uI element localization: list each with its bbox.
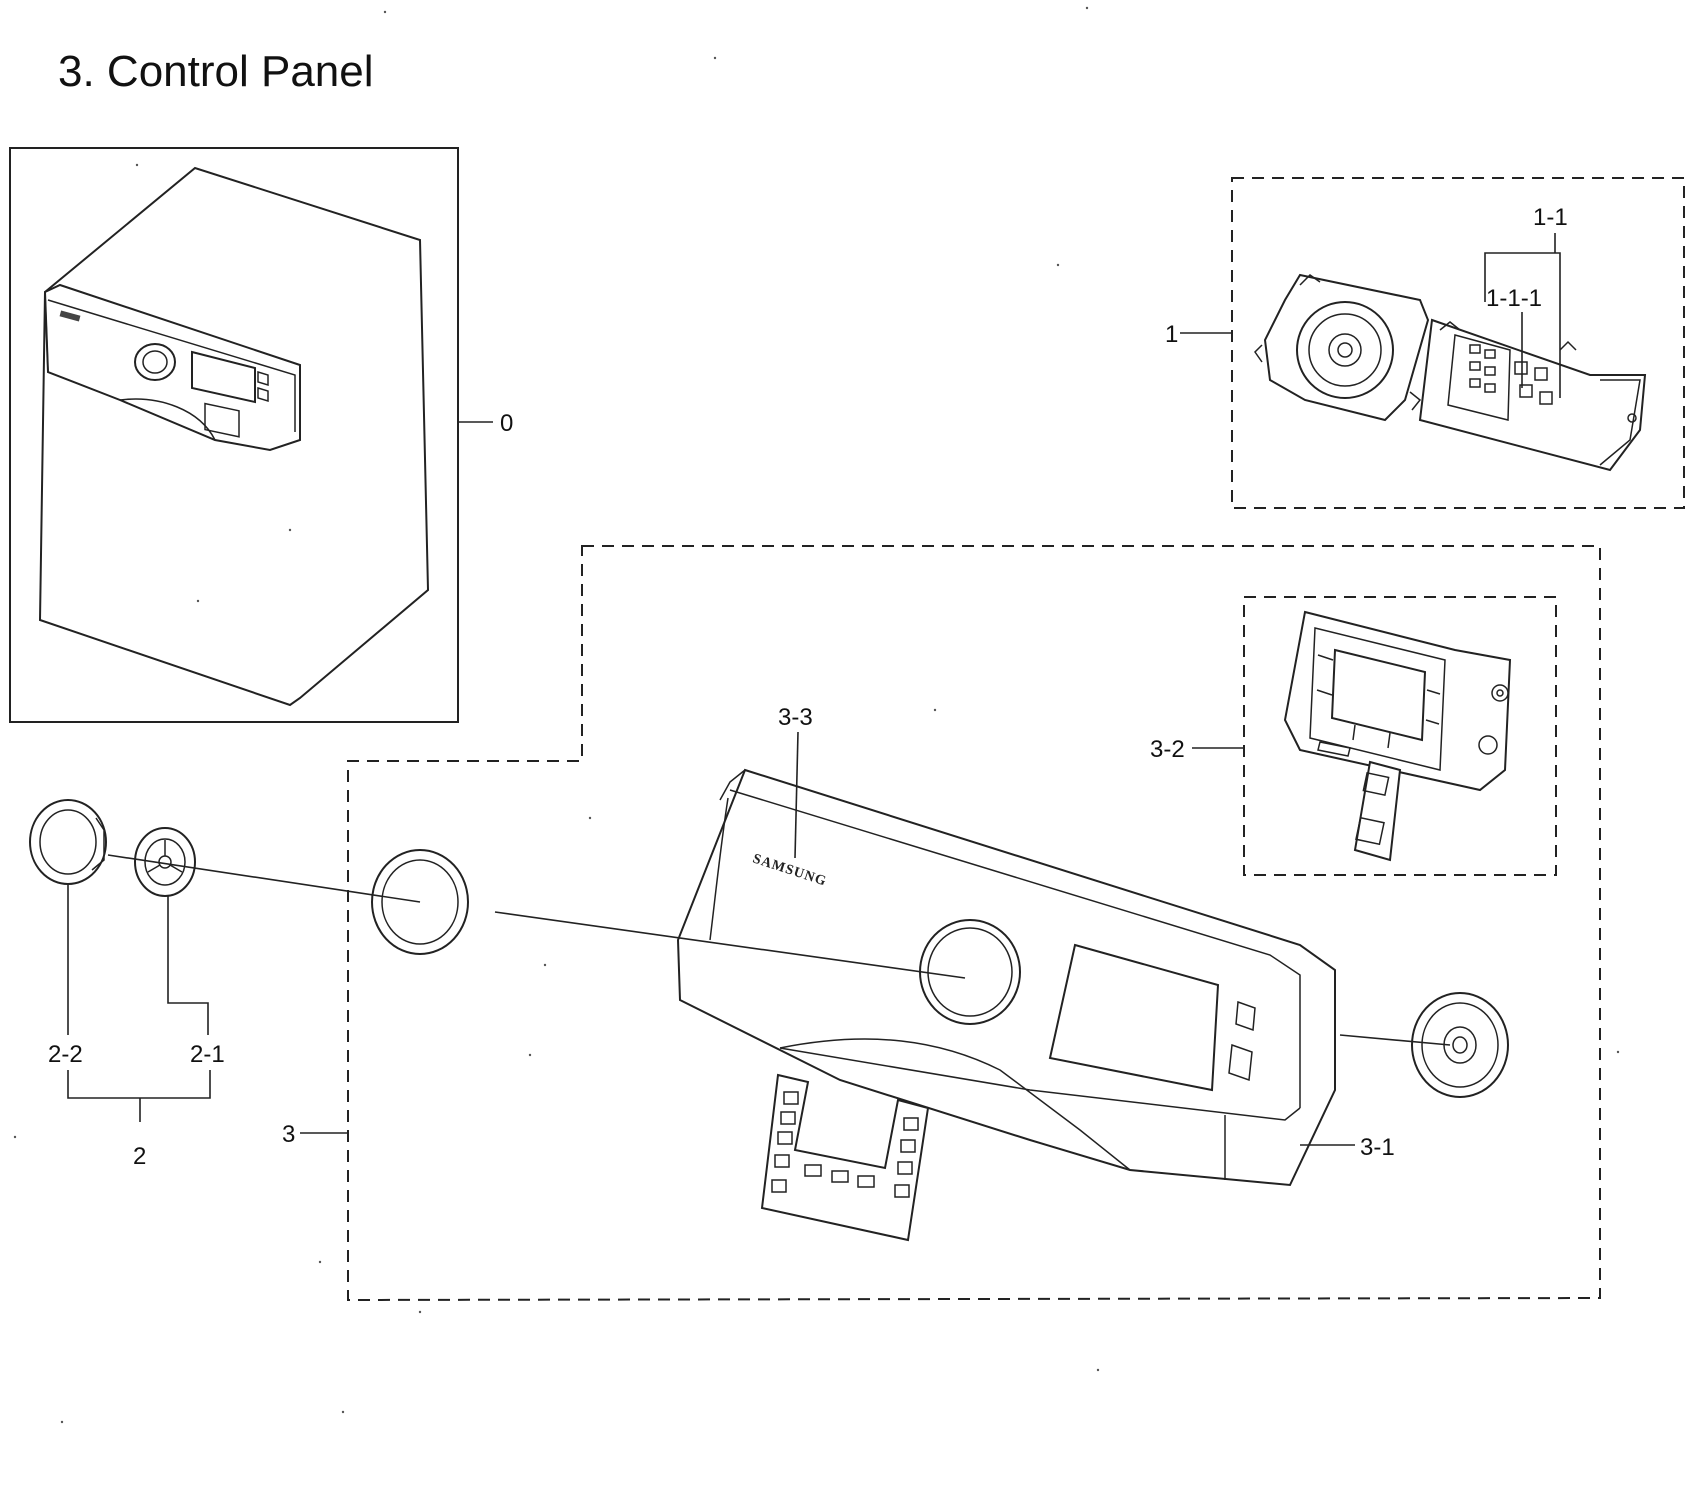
- callout-2: 2: [133, 1143, 146, 1170]
- page-title: 3. Control Panel: [58, 47, 374, 96]
- knob-axis-line-left: [107, 854, 421, 903]
- display-pcb-drawing: [1283, 610, 1512, 862]
- washer-overview-frame: [9, 147, 459, 723]
- button-strip-drawing: [760, 1073, 930, 1242]
- knob-cap-drawing: [29, 799, 107, 885]
- bracket-2: [67, 1070, 211, 1099]
- encoder-knob-drawing: [1411, 992, 1509, 1098]
- knob-axis-line: [1339, 1034, 1451, 1046]
- ring-axis-line: [494, 911, 966, 979]
- knob-body-drawing: [134, 827, 196, 897]
- panel-housing-drawing: SAMSUNG: [676, 768, 1336, 1187]
- callout-2-1: 2-1: [190, 1041, 225, 1068]
- callout-3: 3: [282, 1121, 295, 1148]
- washer-overview-drawing: [38, 166, 430, 707]
- control-panel-assembly-frame: [347, 545, 1601, 1302]
- callout-1: 1: [1165, 321, 1178, 348]
- leader-line-1-1: [1484, 252, 1561, 398]
- callout-3-1: 3-1: [1360, 1134, 1395, 1161]
- display-pcb-frame: [1243, 596, 1557, 876]
- pcb-assembly-frame: [1231, 177, 1685, 509]
- callout-2-2: 2-2: [48, 1041, 83, 1068]
- leader-line-3-3: [794, 731, 799, 859]
- callout-1-1: 1-1: [1533, 204, 1568, 231]
- callout-0: 0: [500, 410, 513, 437]
- callout-3-2: 3-2: [1150, 736, 1185, 763]
- callout-3-3: 3-3: [778, 704, 813, 731]
- leader-line-2-1: [167, 896, 209, 1035]
- scan-specks: [13, 6, 1620, 1424]
- callout-1-1-1: 1-1-1: [1486, 285, 1542, 312]
- pcb-assembly-drawing: [1254, 273, 1647, 472]
